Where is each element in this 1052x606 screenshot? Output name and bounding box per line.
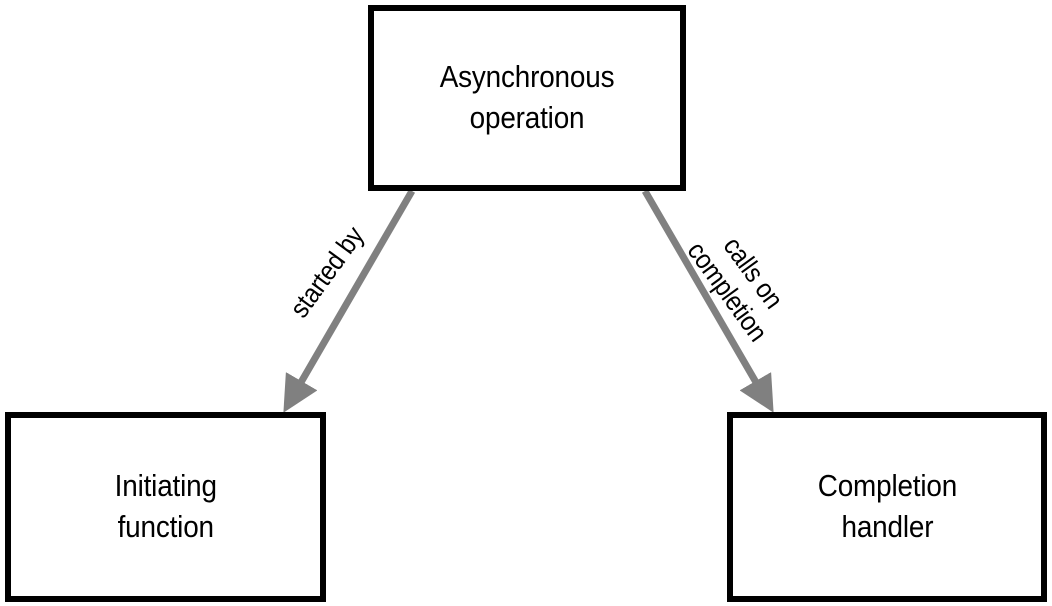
- edge-calls-on-completion-line: [641, 189, 774, 413]
- node-initiating-function-label: Initiating function: [114, 468, 217, 544]
- node-completion-handler-label: Completion handler: [817, 468, 957, 544]
- node-completion-handler[interactable]: Completion handler: [727, 412, 1047, 602]
- edge-started-by-line: [283, 189, 416, 413]
- node-asynchronous-operation-label: Asynchronous operation: [439, 59, 615, 135]
- node-asynchronous-operation[interactable]: Asynchronous operation: [368, 5, 686, 191]
- node-initiating-function[interactable]: Initiating function: [5, 412, 326, 602]
